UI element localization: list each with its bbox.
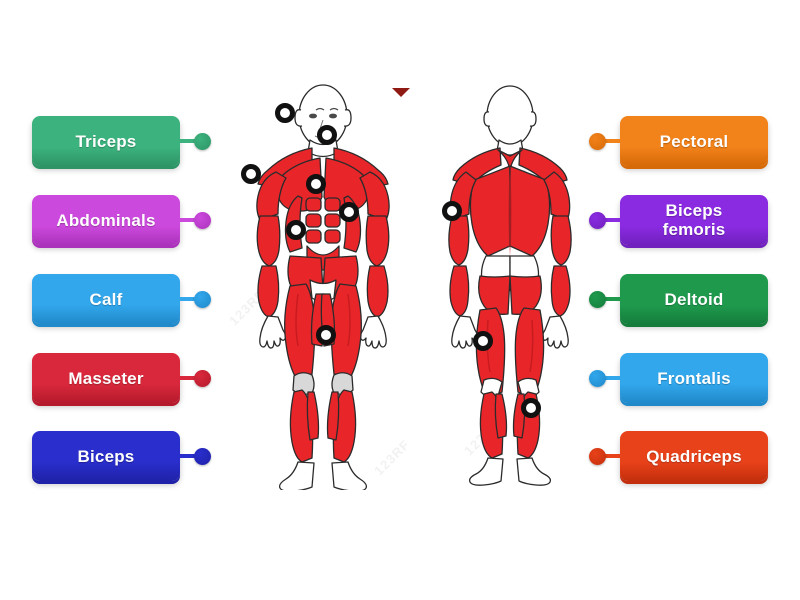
marker-back-hamstring[interactable] [473, 331, 493, 351]
label-text: Biceps femoris [662, 201, 726, 239]
connector-line-pectoral [604, 139, 620, 143]
label-text: Abdominals [56, 210, 156, 230]
connector-knob-abdominals[interactable] [194, 212, 211, 229]
marker-front-pectoral[interactable] [306, 174, 326, 194]
connector-knob-frontalis[interactable] [589, 370, 606, 387]
marker-front-head[interactable] [275, 103, 295, 123]
label-text: Pectoral [659, 131, 729, 151]
human-front-muscle-figure [228, 80, 418, 492]
connector-line-masseter [180, 376, 196, 380]
marker-front-jaw[interactable] [317, 125, 337, 145]
connector-knob-masseter[interactable] [194, 370, 211, 387]
human-back-muscle-figure [430, 80, 590, 490]
label-box-frontalis[interactable]: Frontalis [620, 353, 768, 403]
label-text: Triceps [75, 131, 137, 151]
connector-line-frontalis [604, 376, 620, 380]
marker-front-quad[interactable] [316, 325, 336, 345]
label-box-biceps[interactable]: Biceps [32, 431, 180, 481]
label-box-pectoral[interactable]: Pectoral [620, 116, 768, 166]
label-text: Masseter [68, 368, 144, 388]
connector-line-abdominals [180, 218, 196, 222]
connector-knob-deltoid[interactable] [589, 291, 606, 308]
label-box-masseter[interactable]: Masseter [32, 353, 180, 403]
label-text: Calf [89, 289, 123, 309]
label-box-calf[interactable]: Calf [32, 274, 180, 324]
label-box-quadriceps[interactable]: Quadriceps [620, 431, 768, 481]
connector-knob-pectoral[interactable] [589, 133, 606, 150]
connector-knob-triceps[interactable] [194, 133, 211, 150]
connector-line-biceps-femoris [604, 218, 620, 222]
connector-line-deltoid [604, 297, 620, 301]
connector-line-triceps [180, 139, 196, 143]
connector-knob-biceps[interactable] [194, 448, 211, 465]
label-box-triceps[interactable]: Triceps [32, 116, 180, 166]
connector-knob-calf[interactable] [194, 291, 211, 308]
label-box-abdominals[interactable]: Abdominals [32, 195, 180, 245]
connector-line-biceps [180, 454, 196, 458]
connector-knob-quadriceps[interactable] [589, 448, 606, 465]
label-text: Quadriceps [646, 446, 742, 466]
label-text: Frontalis [657, 368, 731, 388]
marker-back-calf[interactable] [521, 398, 541, 418]
label-text: Deltoid [664, 289, 724, 309]
marker-back-triceps[interactable] [442, 201, 462, 221]
label-box-biceps-femoris[interactable]: Biceps femoris [620, 195, 768, 245]
marker-front-abdomen[interactable] [286, 220, 306, 240]
red-arrow-marker [392, 88, 410, 97]
marker-front-deltoid[interactable] [241, 164, 261, 184]
marker-front-biceps[interactable] [339, 202, 359, 222]
label-text: Biceps [77, 446, 135, 466]
connector-line-calf [180, 297, 196, 301]
connector-knob-biceps-femoris[interactable] [589, 212, 606, 229]
label-box-deltoid[interactable]: Deltoid [620, 274, 768, 324]
connector-line-quadriceps [604, 454, 620, 458]
